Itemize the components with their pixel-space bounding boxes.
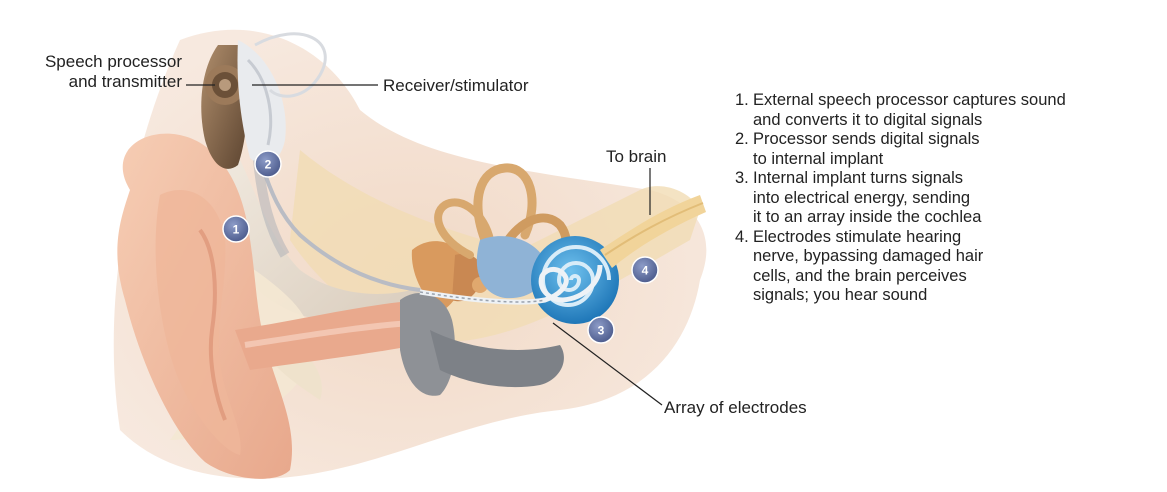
badge-3: 3 bbox=[588, 317, 614, 343]
badge-2-text: 2 bbox=[265, 158, 272, 172]
step-2-line2: to internal implant bbox=[735, 150, 1066, 170]
receiver-label: Receiver/stimulator bbox=[383, 76, 529, 96]
step-4-number: 4. bbox=[735, 228, 753, 248]
badge-2: 2 bbox=[255, 151, 281, 177]
step-4-line4: signals; you hear sound bbox=[735, 286, 1066, 306]
to-brain-label: To brain bbox=[606, 147, 666, 167]
step-2-line1: Processor sends digital signals bbox=[753, 130, 980, 148]
step-3-number: 3. bbox=[735, 169, 753, 189]
step-4-line1: Electrodes stimulate hearing bbox=[753, 228, 961, 246]
step-4: 4.Electrodes stimulate hearing nerve, by… bbox=[735, 228, 1066, 306]
badge-1-text: 1 bbox=[233, 223, 240, 237]
step-2-number: 2. bbox=[735, 130, 753, 150]
step-3: 3.Internal implant turns signals into el… bbox=[735, 169, 1066, 228]
speech-processor-label-line2: and transmitter bbox=[10, 72, 182, 92]
step-1: 1.External speech processor captures sou… bbox=[735, 91, 1066, 130]
step-3-line1: Internal implant turns signals bbox=[753, 169, 963, 187]
step-4-line3: cells, and the brain perceives bbox=[735, 267, 1066, 287]
array-label: Array of electrodes bbox=[664, 398, 807, 418]
step-3-line2: into electrical energy, sending bbox=[735, 189, 1066, 209]
speech-processor-label: Speech processor and transmitter bbox=[10, 52, 182, 92]
badge-4-text: 4 bbox=[642, 264, 649, 278]
step-1-line1: External speech processor captures sound bbox=[753, 91, 1066, 109]
badge-1: 1 bbox=[223, 216, 249, 242]
step-1-number: 1. bbox=[735, 91, 753, 111]
step-4-line2: nerve, bypassing damaged hair bbox=[735, 247, 1066, 267]
badge-4: 4 bbox=[632, 257, 658, 283]
step-1-line2: and converts it to digital signals bbox=[735, 111, 1066, 131]
speech-processor-label-line1: Speech processor bbox=[10, 52, 182, 72]
badge-3-text: 3 bbox=[598, 324, 605, 338]
step-3-line3: it to an array inside the cochlea bbox=[735, 208, 1066, 228]
step-2: 2.Processor sends digital signals to int… bbox=[735, 130, 1066, 169]
steps-list: 1.External speech processor captures sou… bbox=[735, 91, 1066, 306]
